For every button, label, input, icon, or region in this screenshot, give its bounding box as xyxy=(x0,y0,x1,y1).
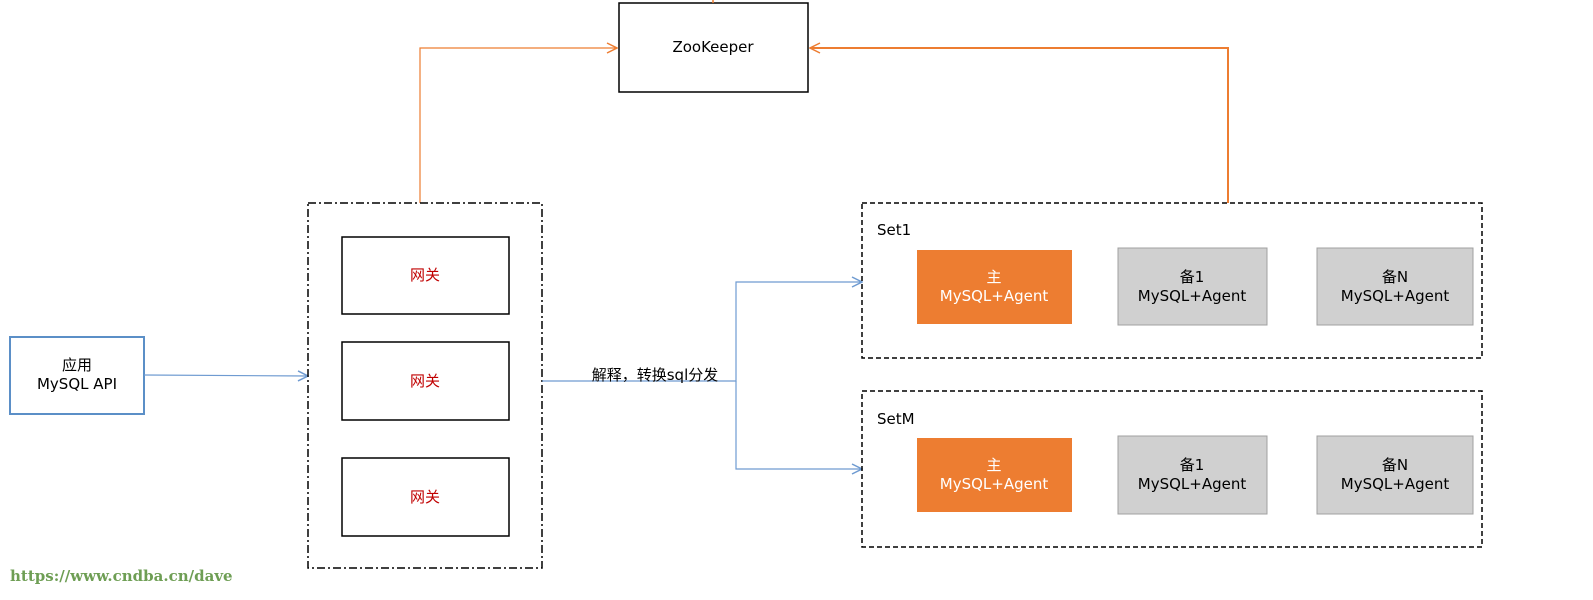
gateway-label: 网关 xyxy=(410,372,440,390)
node-role: 备1 xyxy=(1180,268,1205,286)
replica-node: 备N MySQL+Agent xyxy=(1316,435,1474,515)
zookeeper-label: ZooKeeper xyxy=(672,38,754,56)
zookeeper-node: ZooKeeper xyxy=(618,2,809,93)
set-group-setm: SetM 主 MySQL+Agent 备1 MySQL+Agent 备N MyS… xyxy=(861,390,1483,548)
gateway-group xyxy=(307,202,543,569)
node-role: 主 xyxy=(986,268,1001,286)
node-label: MySQL+Agent xyxy=(1138,287,1247,305)
set-name: Set1 xyxy=(877,221,911,239)
gateway-box xyxy=(341,236,510,315)
node-label: MySQL+Agent xyxy=(940,287,1049,305)
gateway-node: 网关 xyxy=(341,457,510,537)
gateway-box xyxy=(341,457,510,537)
gateway-label: 网关 xyxy=(410,266,440,284)
node-box xyxy=(1316,247,1474,326)
app-node: 应用 MySQL API xyxy=(9,336,145,415)
replica-node: 备1 MySQL+Agent xyxy=(1117,435,1268,515)
gateway-box xyxy=(341,341,510,421)
zookeeper-box xyxy=(618,2,809,93)
node-box xyxy=(917,438,1072,512)
app-label-line2: MySQL API xyxy=(37,375,117,393)
set-name: SetM xyxy=(877,410,915,428)
watermark-text: https://www.cndba.cn/dave xyxy=(10,567,233,585)
node-role: 主 xyxy=(986,456,1001,474)
primary-node: 主 MySQL+Agent xyxy=(917,250,1072,324)
gateway-label: 网关 xyxy=(410,488,440,506)
replica-node: 备N MySQL+Agent xyxy=(1316,247,1474,326)
dispatch-label: 解释，转换sql分发 xyxy=(592,366,719,384)
replica-node: 备1 MySQL+Agent xyxy=(1117,247,1268,326)
sets-to-zookeeper-arrow xyxy=(810,48,1229,203)
node-role: 备N xyxy=(1382,456,1408,474)
set-border xyxy=(861,202,1483,359)
node-box xyxy=(1117,435,1268,515)
set-group-set1: Set1 主 MySQL+Agent 备1 MySQL+Agent 备N MyS… xyxy=(861,202,1483,359)
app-box xyxy=(9,336,145,415)
node-label: MySQL+Agent xyxy=(1341,287,1450,305)
gateway-to-zookeeper-arrow xyxy=(419,48,617,203)
set-border xyxy=(861,390,1483,548)
node-label: MySQL+Agent xyxy=(1341,475,1450,493)
node-role: 备N xyxy=(1382,268,1408,286)
primary-node: 主 MySQL+Agent xyxy=(917,438,1072,512)
app-to-gateway-arrow xyxy=(143,375,308,376)
gateway-node: 网关 xyxy=(341,236,510,315)
node-box xyxy=(917,250,1072,324)
node-box xyxy=(1316,435,1474,515)
node-label: MySQL+Agent xyxy=(1138,475,1247,493)
dispatch-to-set1-arrow xyxy=(542,282,862,382)
gateway-node: 网关 xyxy=(341,341,510,421)
node-role: 备1 xyxy=(1180,456,1205,474)
node-box xyxy=(1117,247,1268,326)
dispatch-to-setm-arrow xyxy=(735,381,862,469)
app-label-line1: 应用 xyxy=(62,356,92,374)
node-label: MySQL+Agent xyxy=(940,475,1049,493)
